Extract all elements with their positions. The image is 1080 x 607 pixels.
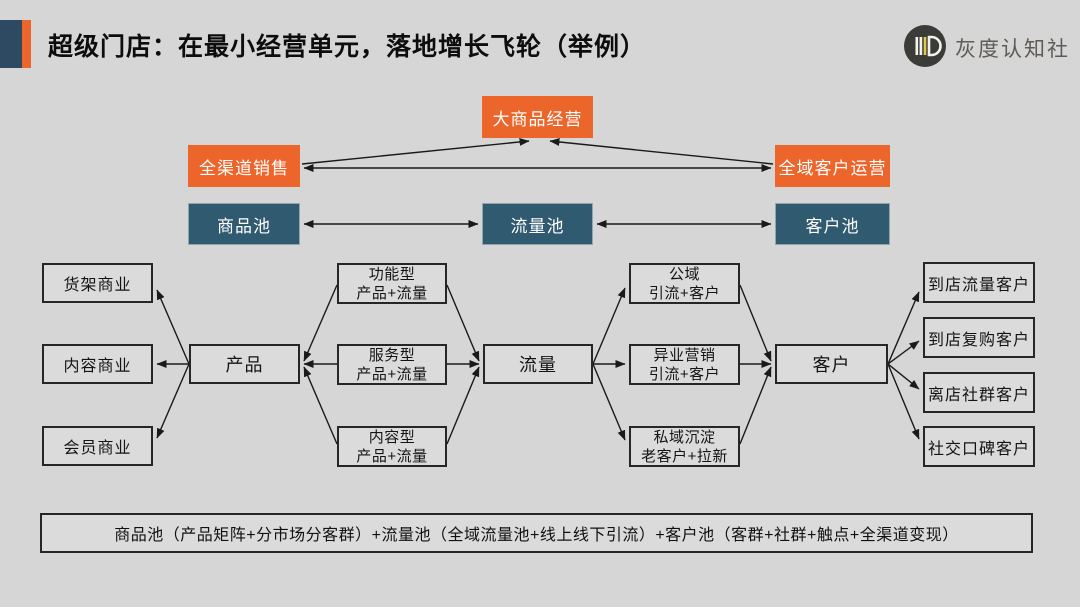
arrow <box>887 340 920 365</box>
node-cross-industry-marketing: 异业营销 引流+客户 <box>629 344 740 385</box>
page-title: 超级门店：在最小经营单元，落地增长飞轮（举例） <box>48 33 647 61</box>
node-title: 服务型 <box>368 346 416 364</box>
arrow <box>446 284 480 362</box>
node-subtitle: 老客户+拉新 <box>641 447 728 465</box>
node-subtitle: 产品+流量 <box>356 284 428 302</box>
node-title: 公域 <box>668 265 700 283</box>
node-traffic-hub: 流量 <box>483 344 593 384</box>
arrow <box>887 291 920 365</box>
node-product-hub: 产品 <box>189 344 300 384</box>
node-big-merchandise-ops: 大商品经营 <box>482 96 593 138</box>
arrow <box>739 284 772 362</box>
node-domain-customer-ops: 全域客户运营 <box>775 145 890 187</box>
node-product-pool: 商品池 <box>188 203 300 245</box>
arrow <box>887 363 920 440</box>
node-title: 私域沉淀 <box>653 428 716 446</box>
arrow <box>887 363 920 390</box>
node-instore-repurchase-customer: 到店复购客户 <box>923 317 1035 358</box>
node-customer-hub: 客户 <box>775 344 888 384</box>
node-service-type: 服务型 产品+流量 <box>337 344 447 385</box>
node-title: 功能型 <box>368 265 416 283</box>
node-member-business: 会员商业 <box>42 426 153 466</box>
arrow <box>592 363 626 441</box>
node-offstore-community-customer: 离店社群客户 <box>923 372 1035 413</box>
node-shelf-business: 货架商业 <box>42 263 153 303</box>
arrow <box>156 363 190 439</box>
brand: 灰度认知社 <box>903 24 1070 73</box>
arrow <box>739 366 772 445</box>
node-omnichannel-sales: 全渠道销售 <box>188 145 300 187</box>
node-subtitle: 产品+流量 <box>356 365 428 383</box>
node-functional-type: 功能型 产品+流量 <box>337 263 447 304</box>
node-title: 内容型 <box>368 428 416 446</box>
node-public-domain: 公域 引流+客户 <box>629 263 740 304</box>
arrow <box>301 137 530 165</box>
node-subtitle: 引流+客户 <box>648 284 721 302</box>
arrow <box>446 366 480 445</box>
node-social-wom-customer: 社交口碑客户 <box>923 426 1035 467</box>
node-customer-pool: 客户池 <box>775 203 890 245</box>
arrow <box>303 284 338 362</box>
title-accent-stripe <box>22 20 31 68</box>
arrow <box>156 289 190 365</box>
node-traffic-pool: 流量池 <box>482 203 593 245</box>
node-instore-traffic-customer: 到店流量客户 <box>923 262 1035 303</box>
node-subtitle: 引流+客户 <box>648 365 721 383</box>
arrow <box>303 366 338 445</box>
brand-name: 灰度认知社 <box>955 38 1070 61</box>
node-private-domain: 私域沉淀 老客户+拉新 <box>629 426 740 467</box>
hd-logo-icon <box>903 24 947 73</box>
node-content-type: 内容型 产品+流量 <box>337 426 447 467</box>
node-subtitle: 产品+流量 <box>356 447 428 465</box>
arrow <box>549 137 774 165</box>
arrow <box>592 287 626 365</box>
node-title: 异业营销 <box>653 346 716 364</box>
summary-bar: 商品池（产品矩阵+分市场分客群）+流量池（全域流量池+线上线下引流）+客户池（客… <box>40 513 1033 553</box>
node-content-business: 内容商业 <box>42 344 153 384</box>
title-accent-block <box>0 20 31 68</box>
